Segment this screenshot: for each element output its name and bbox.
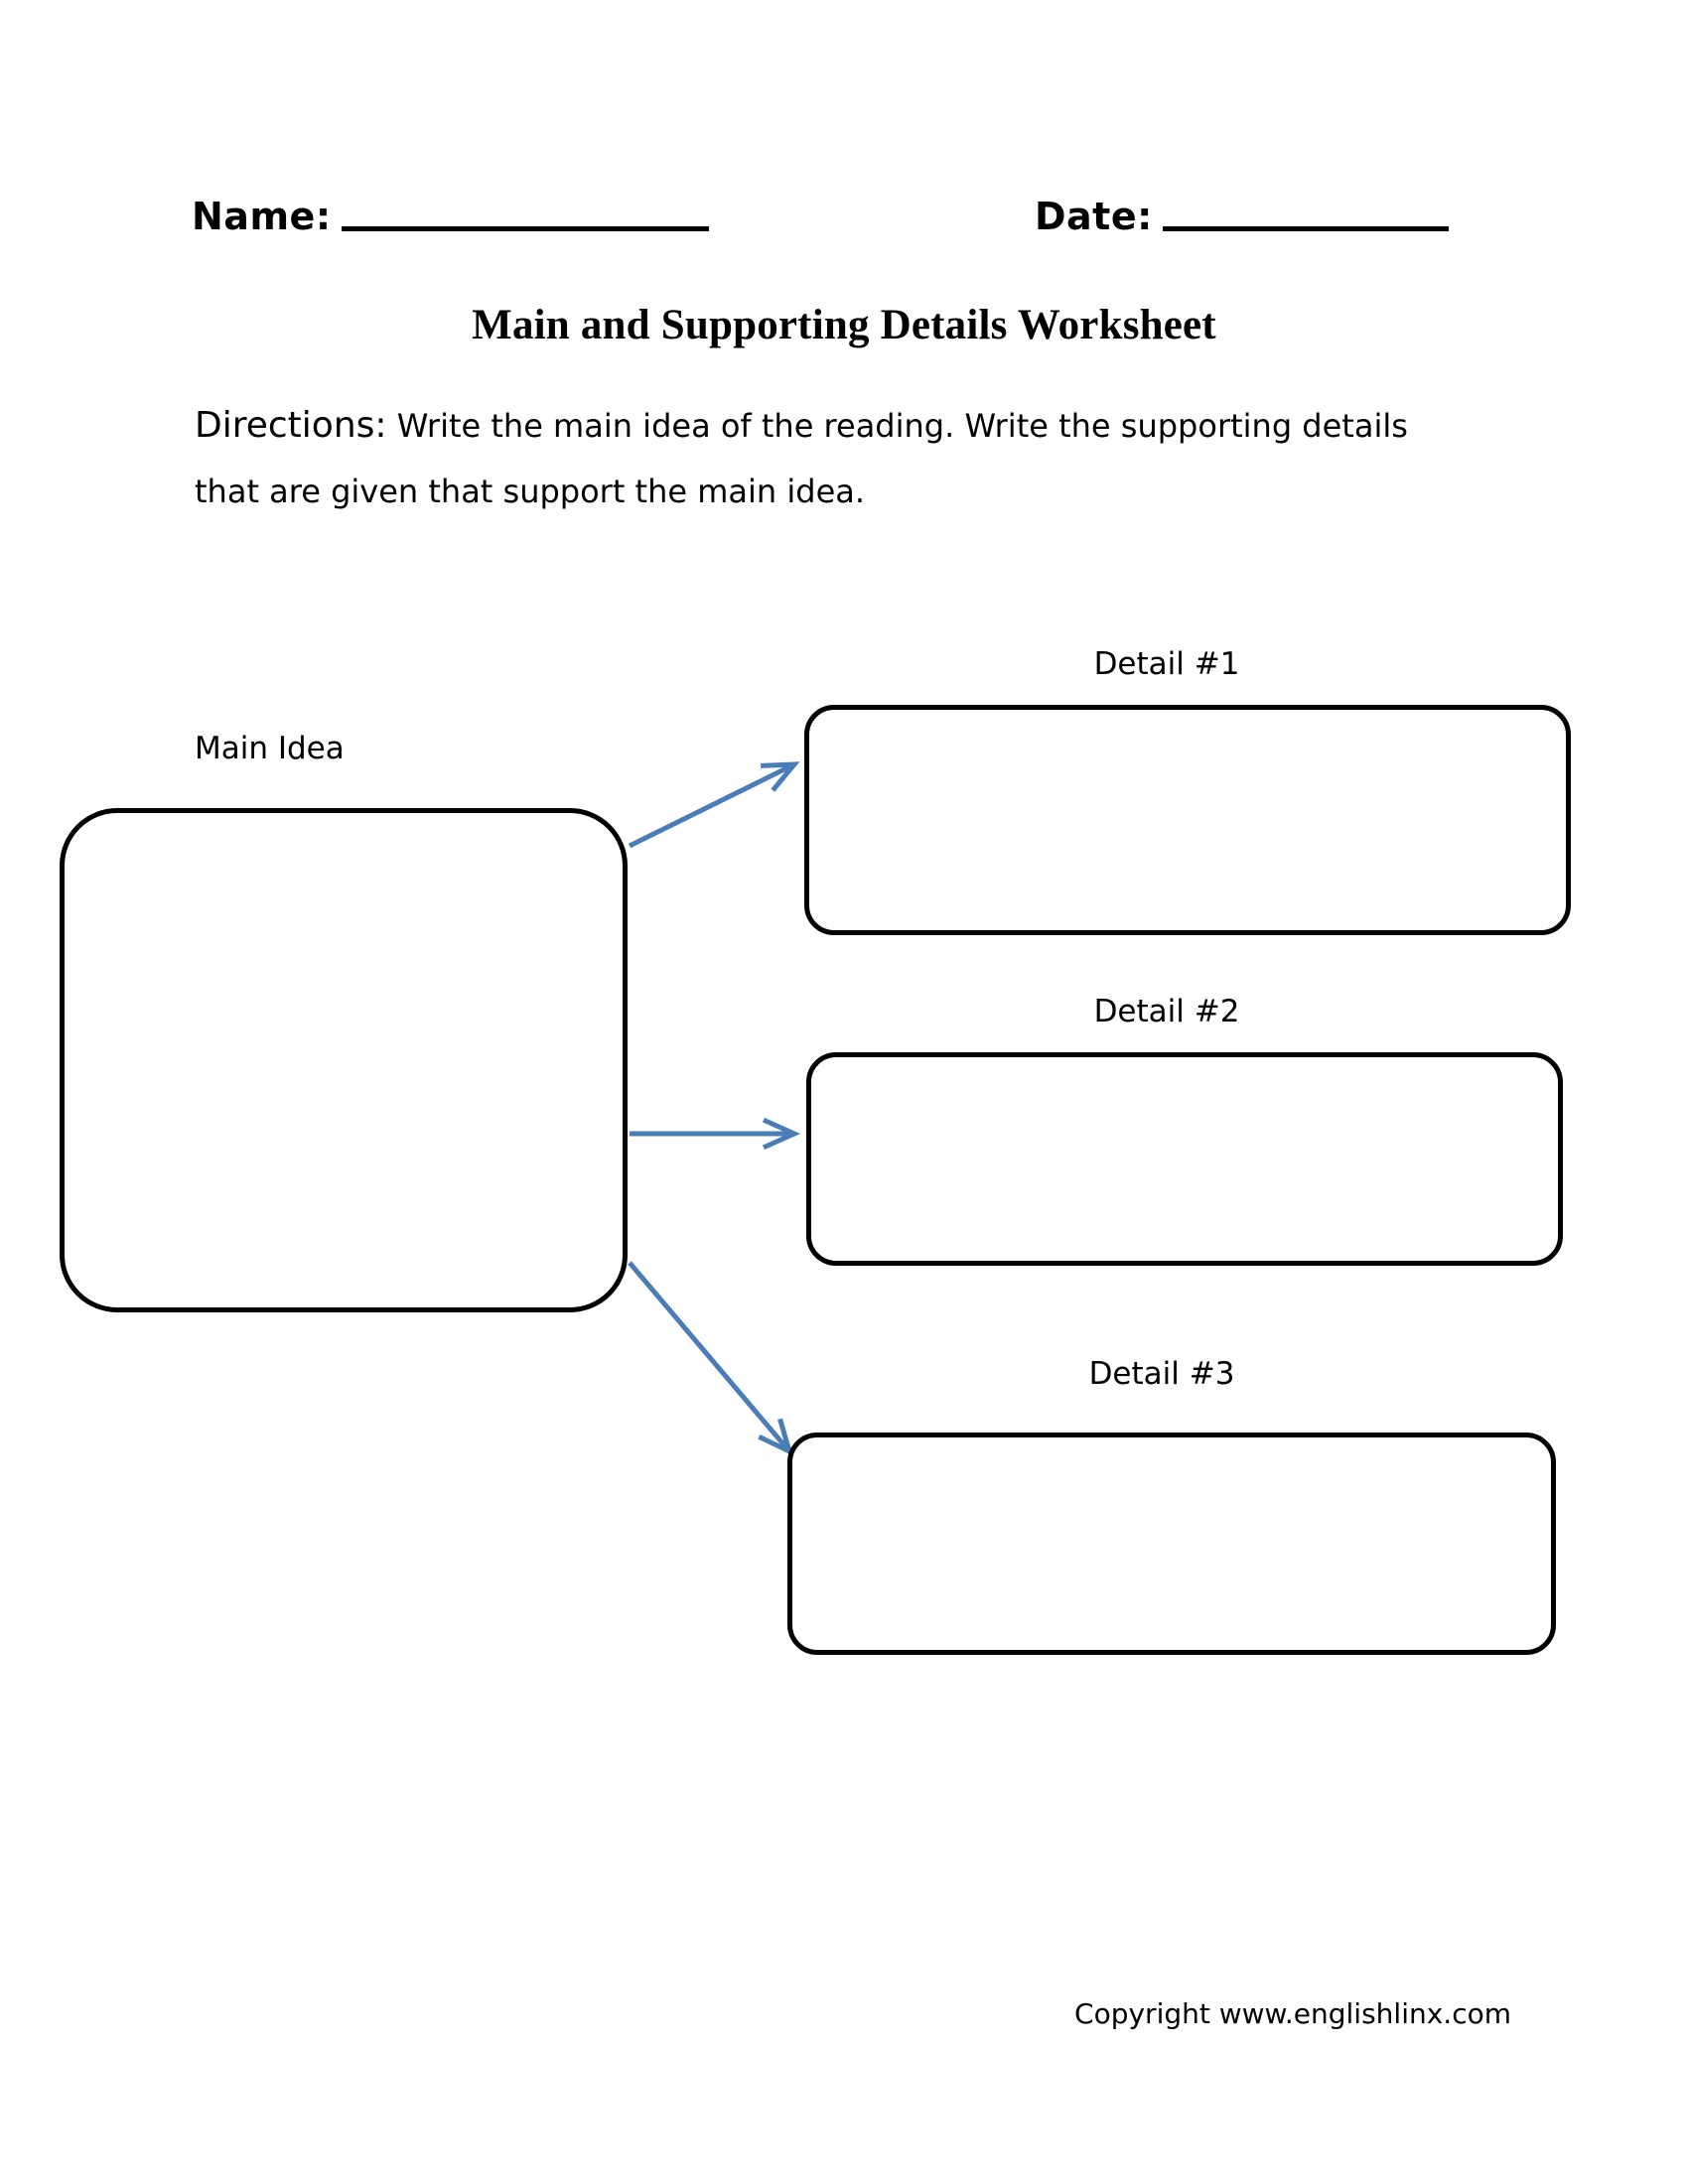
detail-1-label: Detail #1: [1093, 646, 1240, 682]
date-write-in-line[interactable]: [1162, 226, 1449, 231]
name-write-in-line[interactable]: [341, 226, 709, 231]
main-idea-box[interactable]: [60, 808, 628, 1312]
arrow-main-to-detail-1-shaft: [628, 761, 796, 849]
date-label: Date:: [1035, 195, 1153, 238]
main-idea-label: Main Idea: [195, 731, 345, 766]
name-label: Name:: [192, 195, 332, 238]
directions-body-text: Write the main idea of the reading. Writ…: [195, 407, 1408, 510]
page-title: Main and Supporting Details Worksheet: [472, 302, 1216, 348]
directions-paragraph: Directions: Write the main idea of the r…: [195, 393, 1456, 524]
date-field[interactable]: Date:: [1035, 195, 1449, 238]
detail-1-box[interactable]: [804, 705, 1571, 935]
arrow-main-to-detail-1-head: [760, 761, 800, 792]
name-date-row: Name: Date:: [0, 195, 1688, 264]
arrow-main-to-detail-2-head: [762, 1117, 801, 1151]
name-field[interactable]: Name:: [192, 195, 709, 238]
detail-2-box[interactable]: [806, 1052, 1563, 1266]
detail-3-box[interactable]: [787, 1433, 1556, 1655]
detail-2-label: Detail #2: [1093, 994, 1240, 1029]
directions-lead-label: Directions:: [195, 405, 387, 446]
copyright-notice: Copyright www.englishlinx.com: [1074, 1997, 1511, 2030]
detail-3-label: Detail #3: [1088, 1356, 1235, 1392]
arrow-main-to-detail-3-shaft: [628, 1261, 791, 1453]
